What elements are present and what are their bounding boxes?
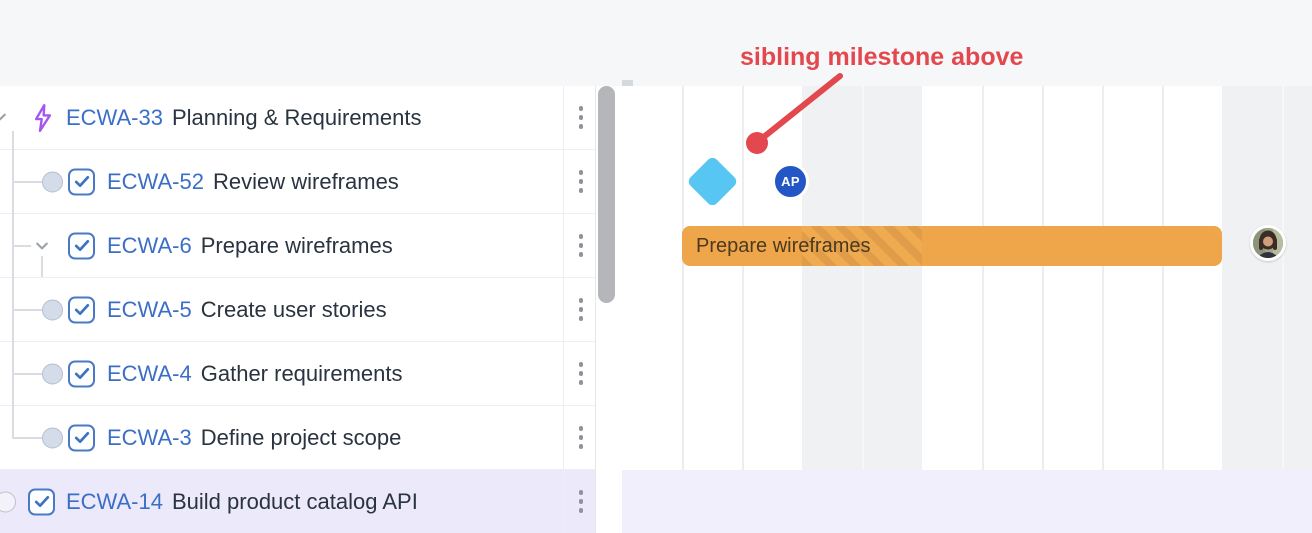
day-column xyxy=(742,86,802,470)
day-column xyxy=(1102,86,1162,470)
day-column xyxy=(682,86,742,470)
dependency-handle[interactable] xyxy=(42,427,63,448)
selected-row-strip xyxy=(622,470,1312,533)
task-checkbox[interactable] xyxy=(68,360,95,387)
day-column xyxy=(982,86,1042,470)
task-id: ECWA-5 xyxy=(107,296,192,322)
gantt-bar-prepare-wireframes[interactable]: Prepare wireframes xyxy=(682,226,1222,266)
row-menu-button[interactable] xyxy=(570,361,592,387)
task-row[interactable]: ECWA-14 Build product catalog API xyxy=(0,470,595,533)
task-row[interactable]: ECWA-3 Define project scope xyxy=(0,406,595,470)
day-column xyxy=(622,86,682,470)
row-menu-button[interactable] xyxy=(570,297,592,323)
assignee-badge[interactable]: AP xyxy=(772,163,809,200)
row-menu-button[interactable] xyxy=(570,169,592,195)
weekend-column xyxy=(1222,86,1282,470)
annotation-text: sibling milestone above xyxy=(740,43,1024,71)
task-row[interactable]: ECWA-5 Create user stories xyxy=(0,278,595,342)
timeline-header-band xyxy=(0,0,1312,86)
day-column xyxy=(1162,86,1222,470)
task-id: ECWA-14 xyxy=(66,488,163,514)
expand-chevron-icon[interactable] xyxy=(0,109,10,127)
row-menu-button[interactable] xyxy=(570,489,592,515)
weekend-column xyxy=(1282,86,1312,470)
task-checkbox[interactable] xyxy=(28,488,55,515)
task-title: Gather requirements xyxy=(200,360,403,386)
row-menu-button[interactable] xyxy=(570,425,592,451)
task-title: Define project scope xyxy=(200,424,402,450)
task-row[interactable]: ECWA-4 Gather requirements xyxy=(0,342,595,406)
weekend-column xyxy=(802,86,862,470)
task-title: Review wireframes xyxy=(212,168,399,194)
task-checkbox[interactable] xyxy=(68,168,95,195)
task-id: ECWA-3 xyxy=(107,424,192,450)
avatar-photo xyxy=(1253,228,1283,258)
day-column xyxy=(1042,86,1102,470)
task-checkbox[interactable] xyxy=(68,232,95,259)
task-checkbox[interactable] xyxy=(68,424,95,451)
task-id: ECWA-4 xyxy=(107,360,192,386)
row-menu-button[interactable] xyxy=(570,233,592,259)
task-id: ECWA-52 xyxy=(107,168,204,194)
dependency-handle[interactable] xyxy=(0,491,16,512)
day-column xyxy=(922,86,982,470)
task-id: ECWA-33 xyxy=(66,104,163,130)
gantt-bar-label: Prepare wireframes xyxy=(696,234,871,257)
task-row[interactable]: ECWA-52 Review wireframes xyxy=(0,150,595,214)
sidebar-scrollbar-thumb[interactable] xyxy=(598,86,615,303)
task-id: ECWA-6 xyxy=(107,232,192,258)
timeline-panel xyxy=(622,86,1312,533)
task-row[interactable]: ECWA-6 Prepare wireframes xyxy=(0,214,595,278)
assignee-avatar[interactable] xyxy=(1250,225,1286,261)
task-title: Create user stories xyxy=(200,296,387,322)
dependency-handle[interactable] xyxy=(42,363,63,384)
task-title: Planning & Requirements xyxy=(171,104,422,130)
menu-column-divider xyxy=(563,86,564,533)
task-title: Build product catalog API xyxy=(171,488,418,514)
dependency-handle[interactable] xyxy=(42,299,63,320)
epic-bolt-icon xyxy=(30,103,56,133)
dependency-handle[interactable] xyxy=(42,171,63,192)
non-working-days-overlay xyxy=(802,226,922,266)
task-title: Prepare wireframes xyxy=(200,232,393,258)
task-checkbox[interactable] xyxy=(68,296,95,323)
row-menu-button[interactable] xyxy=(570,105,592,131)
epic-row[interactable]: ECWA-33 Planning & Requirements xyxy=(0,86,595,150)
expand-chevron-icon[interactable] xyxy=(33,237,51,255)
weekend-column xyxy=(862,86,922,470)
